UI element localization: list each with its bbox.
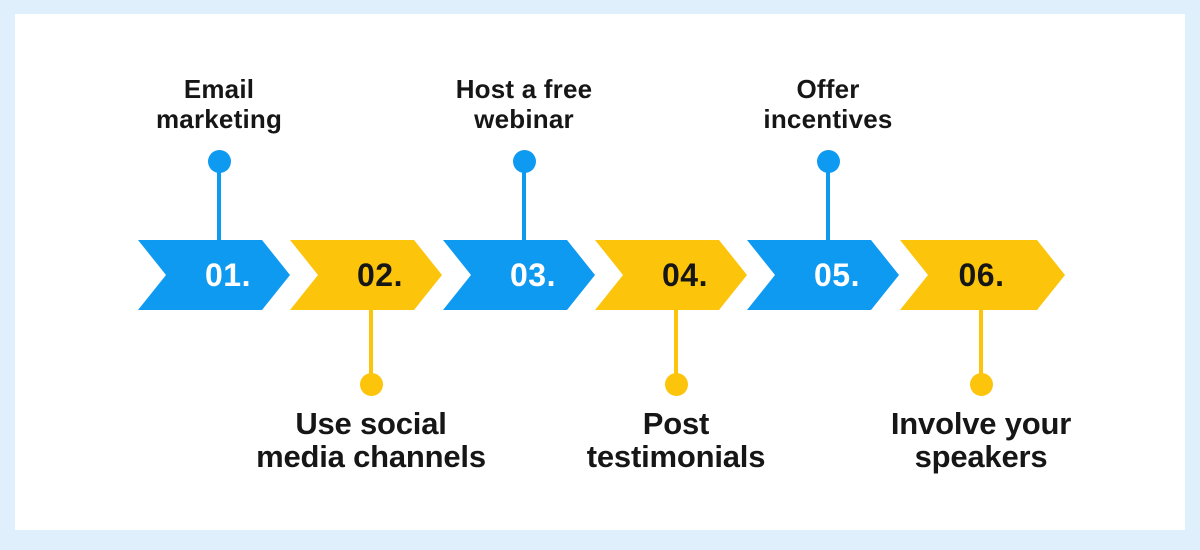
step-label: Host a free webinar [374,74,674,134]
step-label-line-1: Offer [796,74,860,104]
step-label-line-1: Host a free [455,74,593,104]
connector-dot [664,373,688,396]
connector-dot [816,150,840,173]
connector-line [674,310,678,385]
connector-dot [359,373,383,396]
chevron-arrow-shape [747,240,899,310]
step-label: Post testimonials [526,407,826,473]
connector-line [826,161,830,240]
connector-line [217,161,221,240]
step-label: Offer incentives [678,74,978,134]
step-number: 06. [958,256,1005,293]
step-number: 03. [510,256,556,293]
step-label-line-1: Email [183,74,255,104]
step-label-line-2: marketing [155,104,283,134]
chevron-arrow-shape [900,240,1065,310]
chevron-arrow-shape [443,240,595,310]
connector-dot [512,150,536,173]
step-label: Involve your speakers [831,407,1131,473]
step-label-line-2: incentives [763,104,893,134]
chevron-arrow-shape [595,240,747,310]
step-label: Use social media channels [221,407,521,473]
step-number: 01. [205,256,251,293]
step-number: 02. [357,256,403,293]
step-label-line-2: media channels [256,439,486,474]
step-number: 05. [814,256,860,293]
chevron-arrow-shape [290,240,442,310]
step-label-line-1: Use social [295,406,447,441]
step-label-line-2: speakers [914,439,1048,474]
step-label-line-2: webinar [474,104,574,134]
connector-dot [969,373,993,396]
step-label-line-1: Involve your [890,406,1072,441]
step-label-line-1: Post [642,406,710,441]
connector-line [522,161,526,240]
chevron-arrow-shape [138,240,290,310]
step-label-line-2: testimonials [586,439,766,474]
connector-line [369,310,373,385]
step-number: 04. [662,256,708,293]
step-label: Email marketing [69,74,369,134]
connector-dot [207,150,231,173]
connector-line [979,310,983,385]
